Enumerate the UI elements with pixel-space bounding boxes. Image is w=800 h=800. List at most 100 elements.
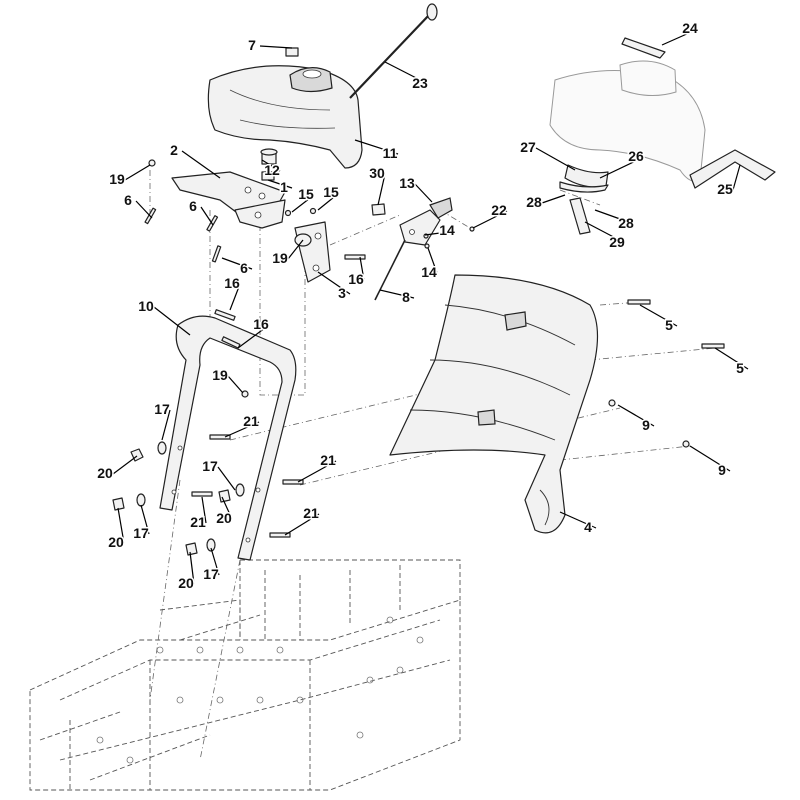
callout-label-20: 20 — [216, 510, 232, 526]
callout-label-24: 24 — [682, 20, 698, 36]
chute-housing-part-11 — [207, 47, 363, 169]
leader-line-29 — [584, 221, 626, 244]
leader-line-17 — [210, 547, 220, 576]
callout-label-23: 23 — [412, 75, 428, 91]
callout-label-20: 20 — [97, 465, 113, 481]
leader-line-6 — [221, 257, 253, 270]
callout-label-15: 15 — [323, 184, 339, 200]
callout-label-15: 15 — [298, 186, 314, 202]
callout-label-21: 21 — [303, 505, 319, 521]
callout-label-26: 26 — [628, 148, 644, 164]
callout-label-21: 21 — [243, 413, 259, 429]
leader-line-24 — [661, 28, 699, 46]
leader-line-25 — [732, 164, 741, 191]
callout-label-8: 8 — [402, 289, 410, 305]
leader-line-21 — [201, 496, 207, 524]
leader-line-20 — [112, 455, 138, 475]
callout-label-4: 4 — [584, 519, 592, 535]
callout-label-10: 10 — [138, 298, 154, 314]
callout-label-20: 20 — [108, 534, 124, 550]
leader-line-5 — [714, 347, 749, 370]
callout-label-21: 21 — [320, 452, 336, 468]
leader-line-14 — [427, 247, 438, 274]
mount-plate-part-2 — [171, 171, 286, 229]
leader-line-10 — [153, 306, 191, 336]
callout-label-22: 22 — [491, 202, 507, 218]
callout-label-30: 30 — [369, 165, 385, 181]
block-part-30 — [371, 203, 386, 216]
callout-label-28: 28 — [618, 215, 634, 231]
leader-line-12 — [261, 159, 281, 172]
leader-line-17 — [140, 504, 150, 535]
callout-label-16: 16 — [253, 316, 269, 332]
leader-line-23 — [384, 61, 429, 85]
leader-line-17 — [161, 409, 171, 441]
leader-line-9 — [689, 445, 731, 472]
leader-line-20 — [189, 551, 195, 585]
assembly-lines — [149, 170, 716, 761]
callout-label-25: 25 — [717, 181, 733, 197]
callout-label-12: 12 — [264, 162, 280, 178]
leader-line-7 — [259, 45, 293, 49]
callout-label-27: 27 — [520, 139, 536, 155]
leader-line-5 — [639, 304, 678, 327]
tractor-frame — [29, 559, 461, 791]
leader-line-6 — [200, 206, 214, 226]
callout-label-11: 11 — [383, 145, 398, 161]
callout-label-13: 13 — [399, 175, 415, 191]
callout-label-20: 20 — [178, 575, 194, 591]
callout-label-21: 21 — [190, 514, 206, 530]
leader-line-19 — [124, 164, 151, 181]
leader-line-19 — [287, 239, 304, 260]
callout-label-3: 3 — [338, 285, 346, 301]
leader-line-21 — [224, 421, 260, 438]
leader-line-3 — [317, 271, 351, 295]
ghost-chute-assembly — [549, 37, 776, 235]
callout-label-9: 9 — [642, 417, 650, 433]
leader-line-16 — [359, 256, 365, 281]
bushings-part-12 — [260, 148, 278, 181]
leader-line-22 — [472, 210, 508, 229]
fasteners — [112, 159, 725, 556]
leader-line-28 — [594, 209, 635, 225]
callout-label-6: 6 — [189, 198, 197, 214]
callout-label-17: 17 — [133, 525, 149, 541]
leader-line-19 — [227, 375, 244, 394]
callout-label-6: 6 — [124, 192, 132, 208]
callout-label-16: 16 — [348, 271, 364, 287]
deflector-part-4 — [389, 274, 599, 534]
leader-line-15 — [291, 194, 315, 213]
callout-label-5: 5 — [736, 360, 744, 376]
lever-part-13 — [374, 197, 453, 301]
callout-label-7: 7 — [248, 37, 256, 53]
leader-line-16 — [237, 324, 270, 349]
callout-label-6: 6 — [240, 260, 248, 276]
leader-line-8 — [379, 289, 415, 299]
leader-line-16 — [229, 283, 241, 311]
leader-line-21 — [297, 460, 337, 483]
leader-line-30 — [377, 173, 386, 206]
handle-bar-part-10 — [159, 315, 297, 561]
leader-line-20 — [221, 496, 233, 520]
callout-label-16: 16 — [224, 275, 240, 291]
callout-label-29: 29 — [609, 234, 625, 250]
leader-line-26 — [599, 156, 645, 179]
callout-label-17: 17 — [154, 401, 170, 417]
bracket-part-3 — [294, 221, 331, 283]
leader-line-4 — [559, 511, 597, 529]
callout-label-28: 28 — [526, 194, 542, 210]
callout-label-1: 1 — [280, 179, 288, 195]
callout-label-17: 17 — [203, 566, 219, 582]
leader-line-2 — [181, 150, 221, 179]
callout-label-17: 17 — [202, 458, 218, 474]
callout-label-14: 14 — [421, 264, 437, 280]
leader-line-14 — [424, 230, 456, 236]
leader-line-28 — [541, 194, 566, 204]
leader-line-21 — [284, 513, 320, 536]
callout-label-19: 19 — [272, 250, 288, 266]
leader-line-20 — [117, 507, 125, 544]
leader-line-9 — [617, 404, 655, 427]
callout-label-14: 14 — [439, 222, 455, 238]
